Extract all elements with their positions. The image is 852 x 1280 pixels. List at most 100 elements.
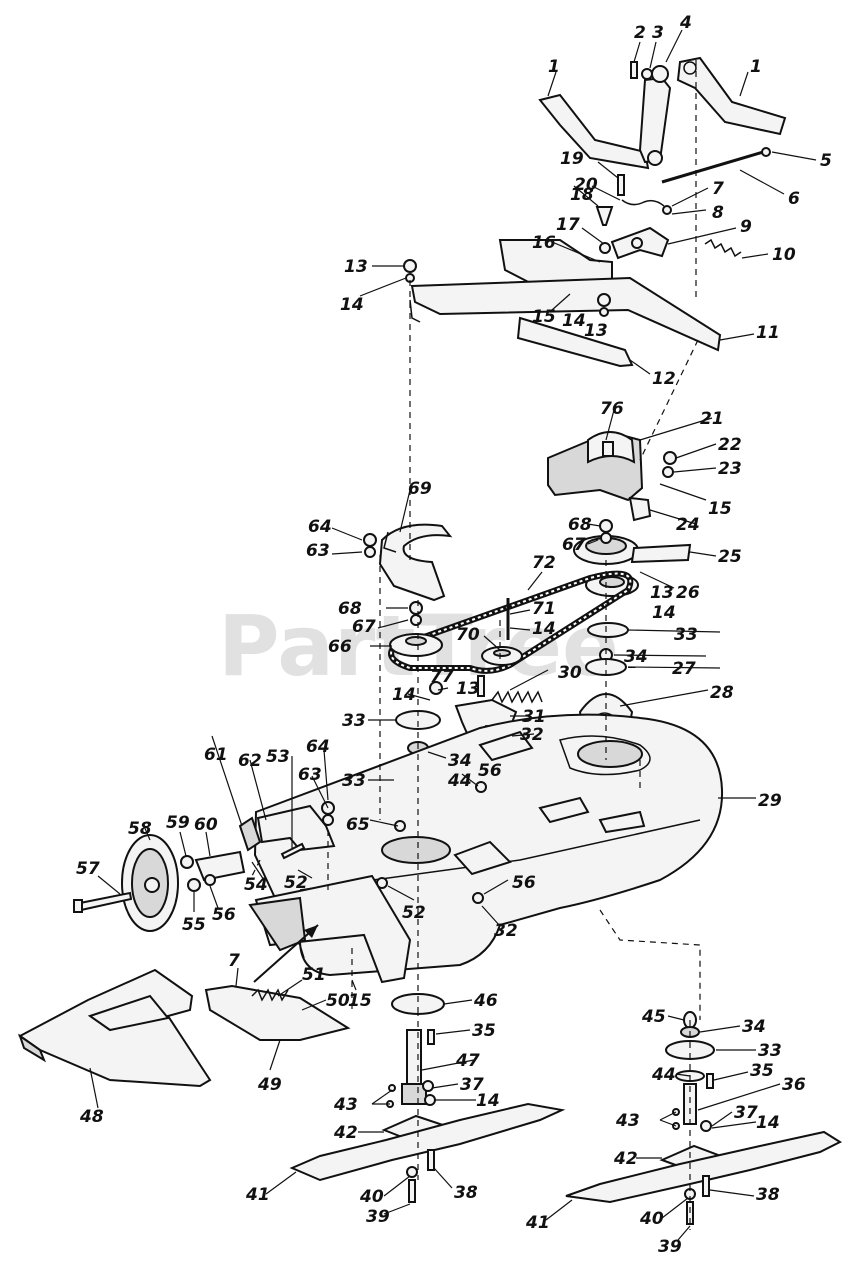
callout-65: 65 — [346, 815, 370, 835]
washer-3 — [641, 68, 653, 80]
callout-46: 46 — [473, 991, 498, 1011]
blade-right-41 — [565, 1130, 843, 1204]
blade-41 — [289, 1102, 566, 1182]
callout-70: 70 — [456, 625, 480, 645]
belt-guide-69 — [378, 523, 453, 602]
callout-52: 52 — [402, 903, 426, 923]
callout-18: 18 — [570, 185, 594, 205]
callout-47: 47 — [455, 1051, 480, 1071]
callout-42: 42 — [613, 1149, 638, 1169]
callout-41: 41 — [525, 1213, 550, 1233]
callout-34: 34 — [742, 1017, 766, 1037]
callout-54: 54 — [244, 875, 268, 895]
callout-37: 37 — [734, 1103, 758, 1123]
deck-hanger-11 — [409, 276, 722, 368]
callout-77: 77 — [430, 667, 454, 687]
callout-63: 63 — [298, 765, 322, 785]
callout-9: 9 — [740, 217, 752, 237]
callout-13: 13 — [650, 583, 674, 603]
chute-arrow — [253, 924, 319, 983]
callout-12: 12 — [652, 369, 676, 389]
spring-10 — [704, 238, 742, 258]
callout-25: 25 — [718, 547, 742, 567]
spring-51 — [251, 988, 289, 1002]
pulley-25 — [573, 535, 692, 565]
pulley-66 — [389, 633, 443, 657]
callout-14: 14 — [476, 1091, 500, 1111]
callout-49: 49 — [257, 1075, 282, 1095]
callout-64: 64 — [306, 737, 330, 757]
callout-57: 57 — [76, 859, 100, 879]
callout-44: 44 — [651, 1065, 676, 1085]
assembly-lines — [249, 60, 701, 1230]
callout-71: 71 — [532, 599, 556, 619]
callout-69: 69 — [408, 479, 432, 499]
wheel-58 — [121, 834, 179, 932]
callout-61: 61 — [204, 745, 228, 765]
belt-72 — [388, 570, 634, 674]
washer-59 — [180, 855, 194, 869]
callout-66: 66 — [328, 637, 352, 657]
callout-67: 67 — [352, 617, 376, 637]
nuts-22-23 — [662, 451, 677, 478]
lift-arm-right — [676, 56, 787, 136]
callout-44: 44 — [447, 771, 472, 791]
callout-14: 14 — [652, 603, 676, 623]
bracket-24 — [628, 496, 652, 522]
callout-67: 67 — [562, 535, 586, 555]
callout-30: 30 — [558, 663, 582, 683]
pin-2 — [630, 61, 638, 79]
callout-24: 24 — [676, 515, 700, 535]
callout-37: 37 — [460, 1075, 484, 1095]
callout-6: 6 — [788, 189, 800, 209]
hardware-65 — [394, 820, 406, 832]
callout-63: 63 — [306, 541, 330, 561]
callout-14: 14 — [340, 295, 364, 315]
callout-48: 48 — [79, 1107, 104, 1127]
callout-76: 76 — [600, 399, 624, 419]
callout-10: 10 — [772, 245, 796, 265]
callout-33: 33 — [758, 1041, 782, 1061]
bolt-57 — [73, 891, 133, 913]
callout-4: 4 — [679, 13, 692, 33]
callout-38: 38 — [454, 1183, 478, 1203]
callout-43: 43 — [615, 1111, 640, 1131]
callout-27: 27 — [672, 659, 696, 679]
lever-61 — [238, 816, 262, 852]
callout-35: 35 — [472, 1021, 496, 1041]
callout-3: 3 — [652, 23, 664, 43]
callout-68: 68 — [568, 515, 592, 535]
callout-8: 8 — [712, 203, 724, 223]
callout-36: 36 — [782, 1075, 806, 1095]
belt-guard-21 — [547, 430, 644, 502]
callout-22: 22 — [718, 435, 742, 455]
callout-labels: 1 1 2 3 4 5 6 7 7 8 9 10 11 12 13 13 13 … — [76, 13, 832, 1257]
callout-33: 33 — [674, 625, 698, 645]
discharge-chute-frame — [248, 874, 412, 984]
callout-51: 51 — [302, 965, 326, 985]
callout-21: 21 — [700, 409, 724, 429]
callout-19: 19 — [560, 149, 584, 169]
callout-68: 68 — [338, 599, 362, 619]
callout-31: 31 — [522, 707, 546, 727]
callout-45: 45 — [641, 1007, 666, 1027]
leader-lines — [89, 29, 817, 1241]
callout-40: 40 — [639, 1209, 664, 1229]
callout-13: 13 — [456, 679, 480, 699]
callout-56: 56 — [478, 761, 502, 781]
callout-29: 29 — [758, 791, 782, 811]
callout-11: 11 — [756, 323, 780, 343]
callout-64: 64 — [308, 517, 332, 537]
callout-72: 72 — [532, 553, 556, 573]
bracket-62 — [256, 804, 336, 852]
spring-30 — [491, 690, 543, 704]
callout-42: 42 — [333, 1123, 358, 1143]
pin-19 — [617, 174, 625, 196]
washers-63-64 — [321, 801, 335, 826]
lift-rod — [661, 147, 771, 184]
bracket-60 — [194, 850, 246, 882]
callout-58: 58 — [128, 819, 152, 839]
bolt-13-idler — [477, 675, 485, 697]
nuts-55-56 — [187, 874, 216, 892]
callout-32: 32 — [494, 921, 518, 941]
